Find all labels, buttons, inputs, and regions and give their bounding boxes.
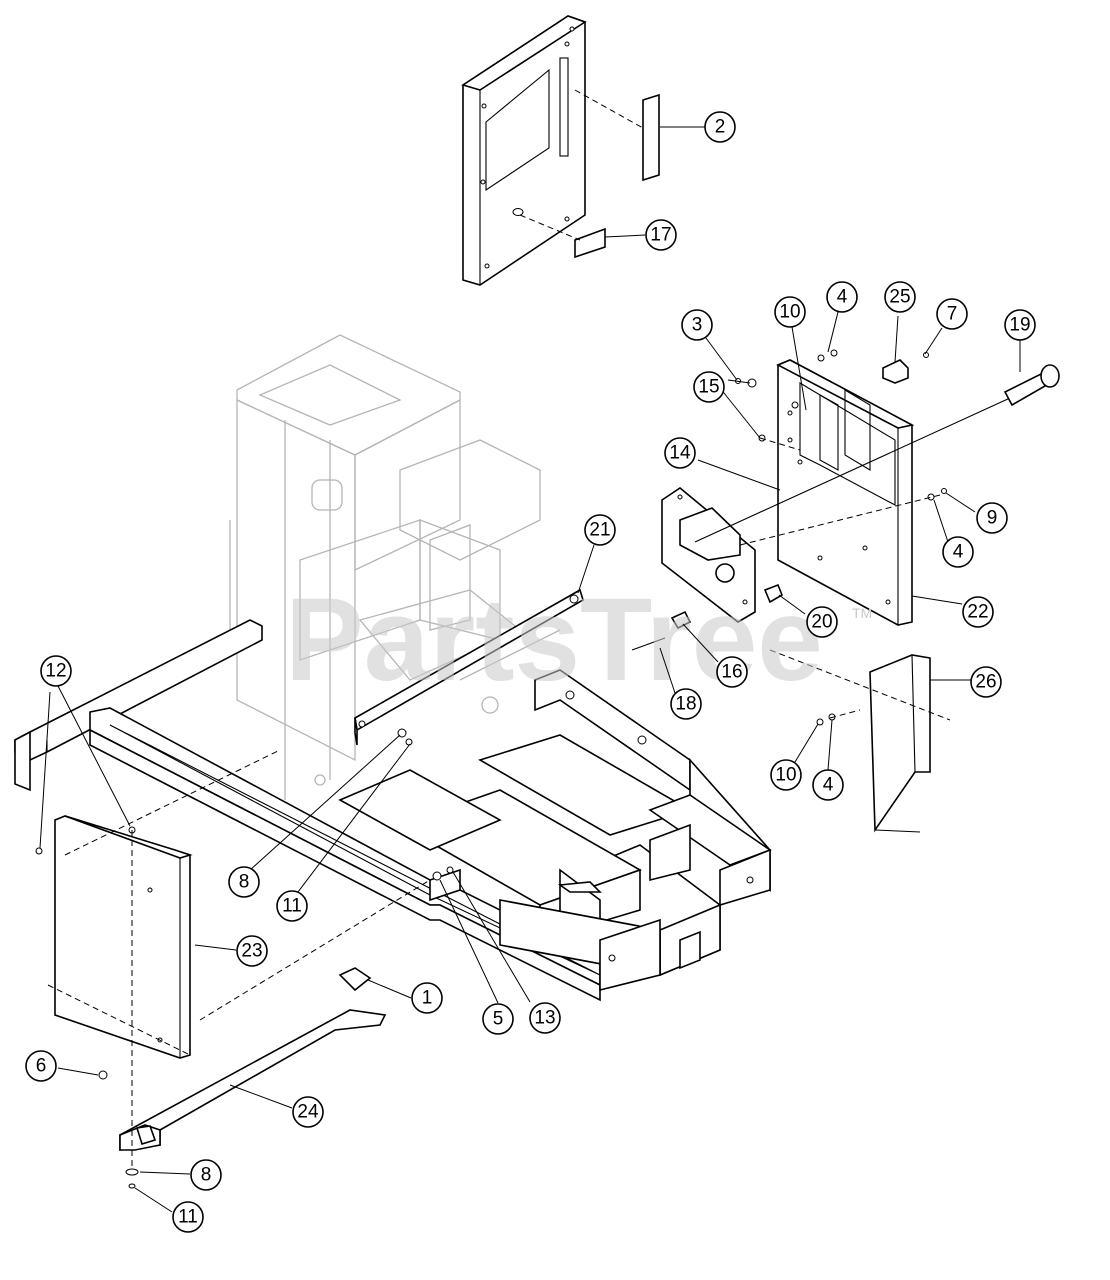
svg-text:3: 3	[692, 315, 703, 336]
svg-text:16: 16	[721, 662, 742, 683]
watermark-text: PartsTree	[285, 574, 823, 706]
callout-18[interactable]: 18	[670, 688, 702, 720]
svg-text:7: 7	[947, 304, 958, 325]
svg-text:10: 10	[779, 302, 800, 323]
callout-13[interactable]: 13	[529, 1002, 561, 1034]
svg-text:23: 23	[241, 941, 262, 962]
callout-14[interactable]: 14	[664, 437, 696, 469]
callouts: 2 17 3 10 4 25 7 19 15 14 9 4 21 20 22 1…	[25, 111, 1036, 1233]
svg-text:15: 15	[698, 377, 719, 398]
svg-text:21: 21	[589, 520, 610, 541]
callout-4b[interactable]: 4	[942, 536, 974, 568]
choke-cable-19	[694, 364, 1060, 543]
decal-part-17	[574, 227, 606, 259]
svg-text:8: 8	[201, 1165, 212, 1186]
svg-text:24: 24	[297, 1102, 319, 1123]
svg-text:25: 25	[889, 287, 910, 308]
svg-text:10: 10	[775, 765, 796, 786]
callout-10b[interactable]: 10	[770, 759, 802, 791]
brace-24	[119, 967, 387, 1151]
callout-11a[interactable]: 11	[276, 890, 308, 922]
callout-8b[interactable]: 8	[190, 1159, 222, 1191]
svg-text:12: 12	[45, 661, 66, 682]
engine-ghost	[229, 334, 581, 800]
svg-text:19: 19	[1009, 315, 1030, 336]
callout-4a[interactable]: 4	[826, 281, 858, 313]
callout-11b[interactable]: 11	[172, 1201, 204, 1233]
callout-24[interactable]: 24	[292, 1096, 324, 1128]
callout-22[interactable]: 22	[962, 596, 994, 628]
svg-text:6: 6	[36, 1056, 47, 1077]
side-panel-23	[54, 815, 193, 1059]
callout-2[interactable]: 2	[704, 111, 736, 143]
callout-3[interactable]: 3	[681, 309, 713, 341]
callout-26[interactable]: 26	[970, 666, 1002, 698]
svg-text:13: 13	[534, 1008, 555, 1029]
svg-text:26: 26	[975, 672, 996, 693]
callout-12[interactable]: 12	[40, 655, 72, 687]
callout-10a[interactable]: 10	[774, 296, 806, 328]
control-plate-22	[776, 359, 915, 626]
callout-25[interactable]: 25	[884, 281, 916, 313]
dash-panel	[461, 15, 587, 286]
callout-4c[interactable]: 4	[812, 769, 844, 801]
decal-part-2	[642, 93, 660, 182]
watermark-tm: TM	[852, 605, 872, 621]
svg-text:2: 2	[715, 117, 726, 138]
callout-8a[interactable]: 8	[228, 866, 260, 898]
callout-21[interactable]: 21	[584, 514, 616, 546]
callout-1[interactable]: 1	[411, 982, 443, 1014]
callout-7[interactable]: 7	[936, 298, 968, 330]
main-frame	[14, 588, 772, 1002]
callout-15[interactable]: 15	[693, 371, 725, 403]
svg-text:11: 11	[282, 896, 302, 917]
svg-text:14: 14	[669, 443, 691, 464]
callout-6[interactable]: 6	[25, 1050, 57, 1082]
callout-19[interactable]: 19	[1004, 309, 1036, 341]
callout-17[interactable]: 17	[645, 219, 677, 251]
svg-text:11: 11	[178, 1207, 198, 1228]
svg-text:1: 1	[422, 988, 433, 1009]
svg-text:20: 20	[811, 612, 832, 633]
svg-text:4: 4	[837, 287, 848, 308]
switch-plate	[661, 487, 783, 630]
svg-text:4: 4	[823, 775, 834, 796]
svg-text:8: 8	[239, 872, 250, 893]
svg-text:22: 22	[967, 602, 988, 623]
callout-9[interactable]: 9	[976, 502, 1008, 534]
shield-26	[869, 654, 931, 833]
leader-lines	[39, 126, 1021, 1213]
callout-5[interactable]: 5	[482, 1003, 514, 1035]
callout-20[interactable]: 20	[806, 606, 838, 638]
svg-text:18: 18	[675, 694, 696, 715]
svg-text:4: 4	[953, 542, 964, 563]
svg-text:5: 5	[493, 1009, 504, 1030]
svg-text:17: 17	[650, 225, 671, 246]
callout-16[interactable]: 16	[716, 656, 748, 688]
svg-text:9: 9	[987, 508, 998, 529]
callout-23[interactable]: 23	[236, 935, 268, 967]
